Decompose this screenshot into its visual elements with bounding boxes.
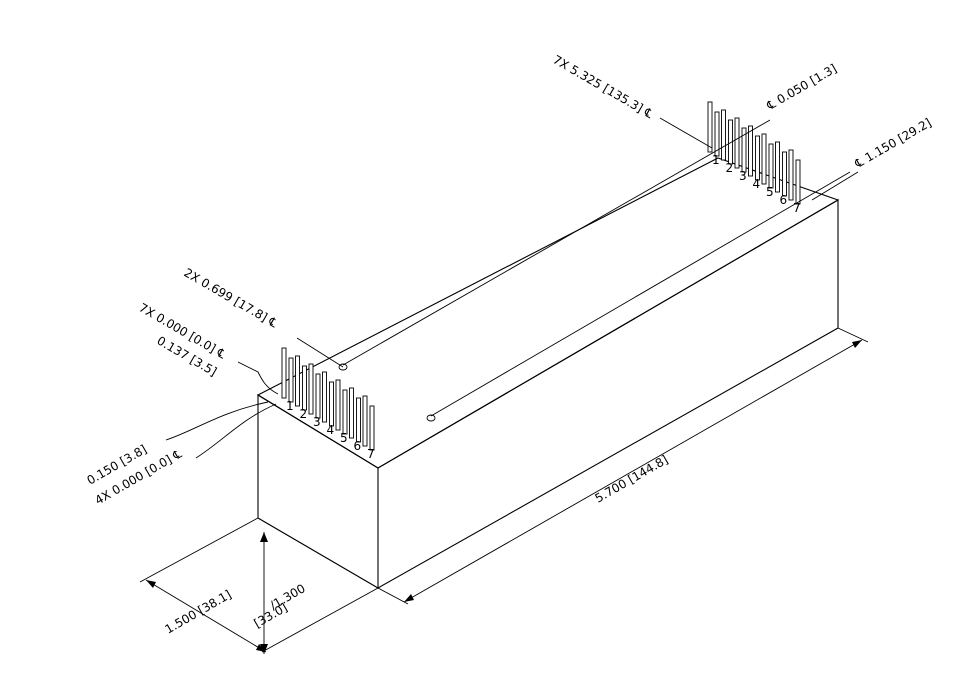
pin-number-label: 1 (712, 153, 720, 167)
leader-2x-standoff (296, 337, 344, 368)
dim-row-spacing-label: ℄ 1.150 [29.2] (852, 116, 934, 172)
height-arrow-2 (260, 644, 268, 654)
width-arrow-1 (146, 580, 156, 588)
header-pin (775, 141, 780, 193)
mounting-holes (338, 363, 436, 422)
width-ext-2 (261, 587, 379, 653)
mounting-hole-1 (338, 363, 348, 371)
pin-number-label: 3 (313, 415, 321, 429)
header-pin (748, 125, 753, 177)
pin-number-label: 7 (367, 447, 375, 461)
length-arrow-1 (852, 340, 862, 348)
header-pin (288, 357, 294, 403)
header-pin (707, 101, 713, 153)
length-arrow-2 (404, 594, 414, 602)
leader-row-offset (342, 119, 771, 366)
dim-standoff-label: 2X 0.699 [17.8] ℄ (182, 265, 281, 330)
header-pin (734, 117, 740, 169)
pin-number-label: 2 (726, 161, 734, 175)
block-outline (256, 157, 840, 589)
pin-number-label: 5 (340, 431, 348, 445)
header-pin (755, 135, 760, 181)
dim-width-label: 1.500 [38.1] (163, 587, 234, 636)
pin-number-label: 6 (354, 439, 362, 453)
right-face (377, 199, 839, 589)
length-dim-line (403, 339, 863, 603)
pin-number-label: 1 (286, 399, 294, 413)
leader-pitch (430, 171, 851, 417)
width-dim-line (145, 579, 267, 653)
mounting-hole-2 (426, 414, 436, 422)
header-pin (761, 133, 767, 185)
leader-row-spacing (811, 171, 859, 201)
leader-pin-origin (237, 361, 279, 395)
header-pin (721, 109, 726, 161)
dim-pitch-label: ℄ 0.050 [1.3] (764, 61, 840, 113)
height-arrow-1 (260, 532, 268, 542)
pin-number-label: 6 (780, 193, 788, 207)
header-pin (335, 379, 341, 431)
header-pin (369, 405, 375, 451)
dimension-lines (139, 117, 869, 654)
header-pin (315, 373, 321, 419)
leader-4x-origin (195, 403, 277, 459)
header-pin (295, 355, 300, 407)
pin-number-label: 7 (793, 201, 801, 215)
header-pin (795, 159, 801, 205)
header-pin (329, 381, 334, 427)
header-pin (322, 371, 327, 423)
header-pin (768, 143, 774, 189)
header-pin (741, 127, 747, 173)
pin-number-label: 3 (739, 169, 747, 183)
header-pin (302, 365, 307, 411)
pin-number-label: 4 (753, 177, 761, 191)
dim-pin-row-offset-label: 7X 5.325 [135.3] ℄ (551, 52, 656, 121)
header-pin (281, 347, 287, 399)
header-pin (788, 149, 794, 201)
pin-number-label: 2 (300, 407, 308, 421)
pin-number-label: 4 (327, 423, 335, 437)
leader-pin-row (659, 117, 713, 149)
leader-edge-offset (165, 401, 269, 441)
header-pin (308, 363, 314, 415)
header-pin (342, 389, 348, 435)
header-pin (349, 387, 354, 439)
header-pin (356, 397, 361, 443)
header-pin (362, 395, 368, 447)
header-pin (714, 111, 720, 157)
header-pin (782, 151, 787, 197)
length-ext-2 (377, 587, 409, 605)
length-ext-1 (837, 327, 869, 343)
width-ext-1 (139, 517, 259, 583)
pin-number-label: 5 (766, 185, 774, 199)
